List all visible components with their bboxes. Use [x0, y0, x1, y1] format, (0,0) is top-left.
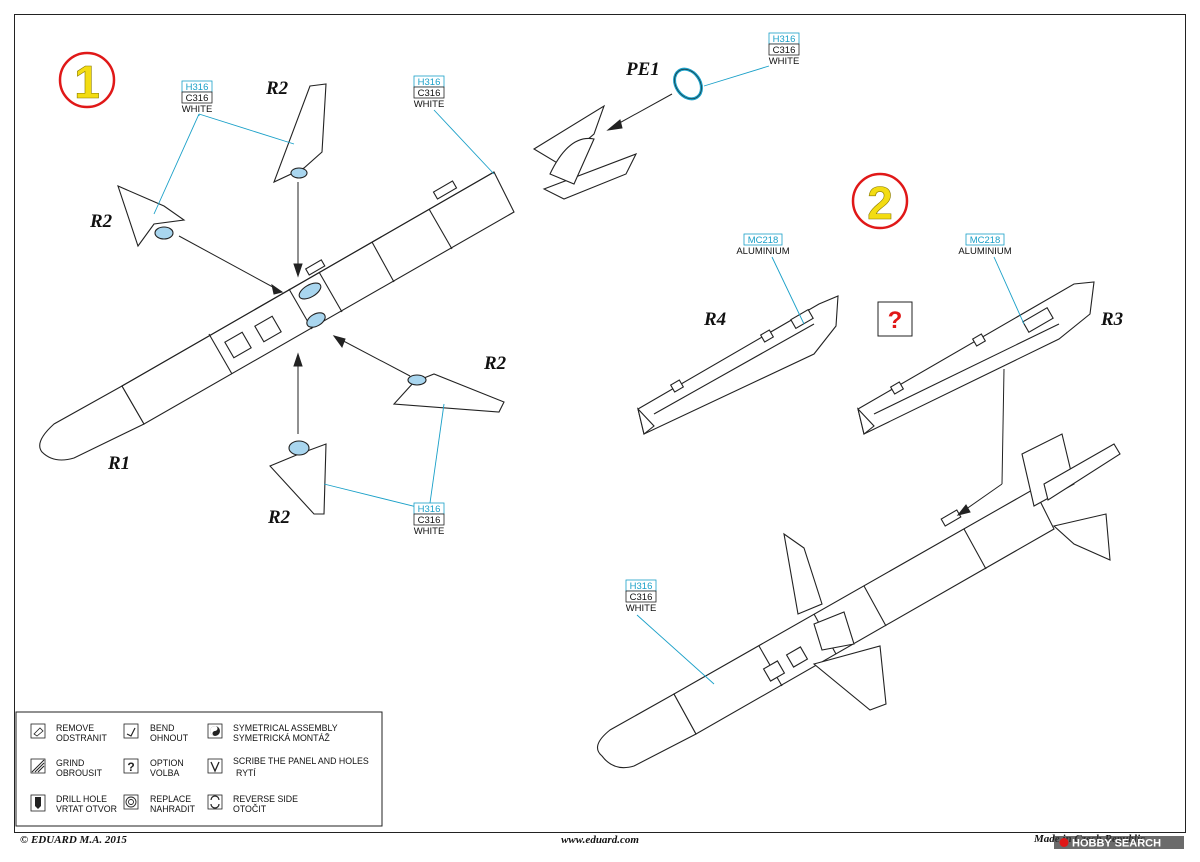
- label-r2-top: R2: [265, 78, 289, 99]
- step-1-arrows: [178, 93, 673, 434]
- legend-scribe-en: SCRIBE THE PANEL AND HOLES: [233, 756, 369, 766]
- fin-mount-2: [306, 312, 326, 328]
- paint-callout-missile-2: H316 C316 WHITE: [625, 579, 657, 614]
- legend-bend-en: BEND: [150, 723, 174, 733]
- legend-grind-cz: OBROUSIT: [56, 768, 103, 778]
- legend-reverse-en: REVERSE SIDE: [233, 794, 298, 804]
- rail-r4: [636, 295, 839, 435]
- paint-c316: C316: [186, 93, 209, 104]
- paint-aluminium: ALUMINIUM: [958, 246, 1011, 257]
- missile-r1: [39, 104, 638, 461]
- paint-callout-pe1: H316 C316 WHITE: [768, 32, 800, 67]
- legend-option-en: OPTION: [150, 758, 184, 768]
- paint-callout-missile-1: H316 C316 WHITE: [413, 75, 445, 110]
- reverse-icon: [207, 794, 223, 810]
- fin-r2-bottom: [269, 440, 327, 515]
- paint-callout-r3: MC218 ALUMINIUM: [958, 233, 1012, 257]
- legend-replace-cz: NAHRADIT: [150, 804, 196, 814]
- paint-white: WHITE: [414, 99, 445, 110]
- paint-c316: C316: [773, 45, 796, 56]
- legend-grind-en: GRIND: [56, 758, 84, 768]
- step-1-number: 1: [74, 56, 100, 108]
- paint-h316: H316: [630, 581, 653, 592]
- legend-replace-en: REPLACE: [150, 794, 191, 804]
- legend-drill-cz: VRTAT OTVOR: [56, 804, 117, 814]
- panel-1: [224, 331, 252, 359]
- option-marker: ?: [888, 307, 903, 334]
- paint-mc218: MC218: [748, 235, 779, 246]
- label-r1: R1: [107, 453, 130, 474]
- paint-callout-r4: MC218 ALUMINIUM: [736, 233, 790, 257]
- legend-remove-cz: ODSTRANIT: [56, 733, 107, 743]
- label-r3: R3: [1100, 309, 1123, 330]
- footer-website: www.eduard.com: [561, 834, 639, 846]
- rail-r3: [856, 281, 1095, 435]
- watermark: HOBBY SEARCH: [1054, 836, 1184, 850]
- fin-r2-top-left: [117, 185, 186, 248]
- paint-white: WHITE: [769, 56, 800, 67]
- legend-bend-cz: OHNOUT: [150, 733, 189, 743]
- paint-white: WHITE: [414, 526, 445, 537]
- paint-h316: H316: [773, 34, 796, 45]
- label-r4: R4: [703, 309, 726, 330]
- legend-option-cz: VOLBA: [150, 768, 179, 778]
- fin-mount-1: [298, 282, 322, 300]
- legend-box: REMOVE ODSTRANIT BEND OHNOUT SYMETRICAL …: [15, 711, 383, 827]
- option-icon: [123, 758, 139, 774]
- option-marker-box: [877, 301, 913, 337]
- label-pe1: PE1: [625, 59, 660, 80]
- paint-callout-fins-bottom: H316 C316 WHITE: [413, 502, 445, 537]
- paint-c316: C316: [630, 592, 653, 603]
- label-r2-left: R2: [89, 211, 113, 232]
- watermark-logo-icon: [1059, 838, 1069, 847]
- instruction-sheet: 1: [14, 14, 1186, 850]
- sheet-frame: [14, 14, 1186, 833]
- fin-r2-right: [392, 373, 505, 413]
- paint-c316: C316: [418, 88, 441, 99]
- callout-lines-step2: [636, 256, 1025, 685]
- step-2-number: 2: [867, 177, 893, 229]
- step-1-group: 1: [58, 51, 116, 109]
- svg-text:?: ?: [127, 760, 134, 774]
- legend-remove-en: REMOVE: [56, 723, 94, 733]
- label-r2-bottom: R2: [267, 507, 291, 528]
- legend-symmetrical-cz: SYMETRICKÁ MONTÁŽ: [233, 733, 330, 743]
- paint-aluminium: ALUMINIUM: [736, 246, 789, 257]
- assembly-diagram: 1: [14, 14, 1186, 850]
- step-2-arrows: [956, 368, 1005, 516]
- legend-symmetrical-en: SYMETRICAL ASSEMBLY: [233, 723, 338, 733]
- step-2-group: 2: [851, 172, 909, 230]
- step-2-badge: [851, 172, 909, 230]
- paint-h316: H316: [418, 77, 441, 88]
- paint-h316: H316: [186, 82, 209, 93]
- missile-2: [596, 433, 1121, 769]
- fin-r2-top: [273, 83, 327, 184]
- paint-white: WHITE: [626, 603, 657, 614]
- legend-drill-en: DRILL HOLE: [56, 794, 107, 804]
- legend-reverse-cz: OTOČIT: [233, 804, 267, 814]
- legend-scribe-cz: RYTÍ: [236, 768, 256, 778]
- watermark-text: HOBBY SEARCH: [1072, 838, 1161, 850]
- paint-mc218: MC218: [970, 235, 1001, 246]
- paint-c316: C316: [418, 515, 441, 526]
- footer-copyright: © EDUARD M.A. 2015: [20, 834, 127, 846]
- callout-lines-step1: [153, 65, 770, 511]
- label-r2-right: R2: [483, 353, 507, 374]
- paint-white: WHITE: [182, 104, 213, 115]
- panel-2: [254, 315, 282, 343]
- step-1-badge: [58, 51, 116, 109]
- paint-callout-fins-top: H316 C316 WHITE: [181, 80, 213, 115]
- paint-h316: H316: [418, 504, 441, 515]
